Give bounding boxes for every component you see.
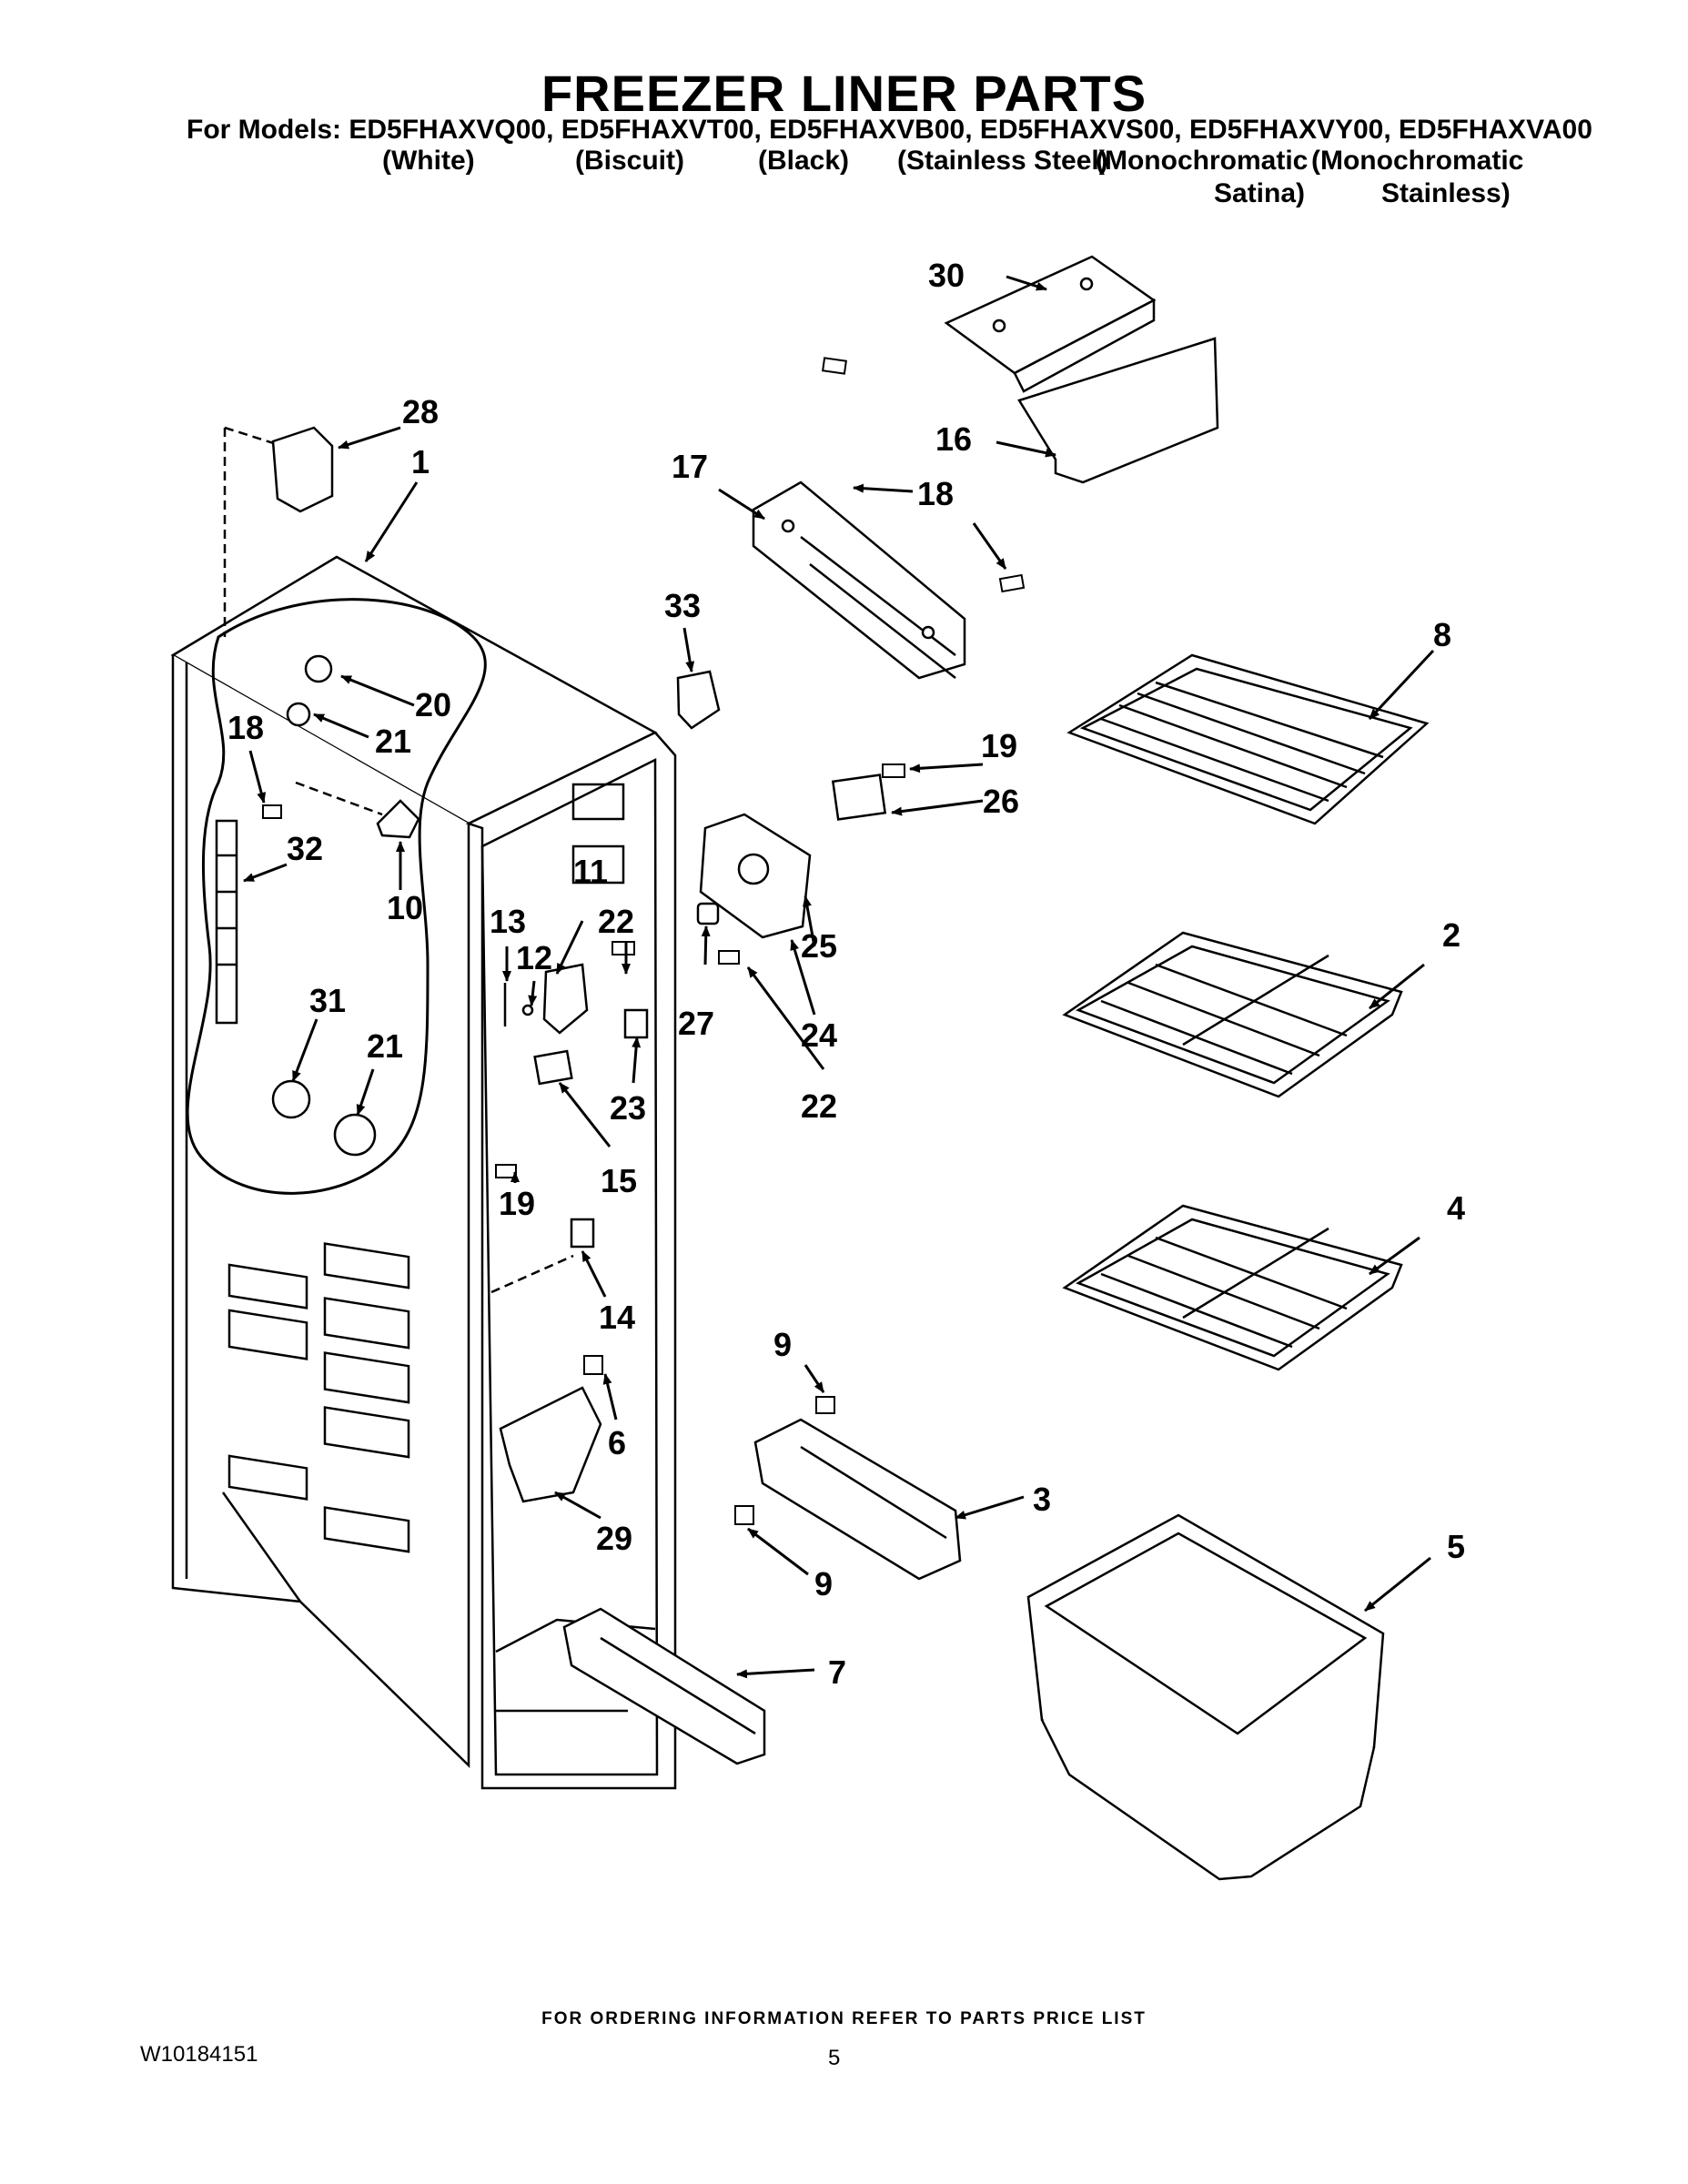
callout-25: 25 [801, 927, 837, 965]
callout-10: 10 [387, 889, 423, 926]
variant-monochromatic-satina-line1: (Monochromatic [1096, 146, 1309, 176]
variant-monochromatic-stainless-line1: (Monochromatic [1311, 146, 1524, 176]
callout-labels: 30 28 16 1 17 18 33 8 20 18 21 19 26 32 … [227, 257, 1465, 1691]
callout-22-bottom: 22 [801, 1087, 837, 1125]
small-parts [271, 426, 887, 1503]
callout-17: 17 [672, 448, 708, 485]
page-number: 5 [828, 2046, 841, 2070]
callout-3: 3 [1033, 1481, 1051, 1518]
models-line: For Models: ED5FHAXVQ00, ED5FHAXVT00, ED… [187, 115, 1592, 145]
callout-18-left: 18 [227, 709, 264, 746]
callout-2: 2 [1442, 916, 1461, 954]
callout-6: 6 [608, 1424, 626, 1461]
callout-15: 15 [601, 1162, 637, 1199]
callout-9-bottom: 9 [814, 1565, 833, 1603]
bin-5 [1026, 1513, 1385, 1881]
callout-5: 5 [1447, 1528, 1465, 1565]
callout-24: 24 [801, 1016, 837, 1054]
callout-32: 32 [287, 830, 323, 867]
callout-21-top: 21 [375, 723, 411, 760]
rail-7 [562, 1607, 766, 1765]
callout-7: 7 [828, 1653, 846, 1691]
callout-19-left: 19 [499, 1185, 535, 1222]
rail-3 [753, 1418, 962, 1581]
cover-16 [1017, 337, 1219, 484]
callout-8: 8 [1433, 616, 1451, 653]
variant-white: (White) [382, 146, 475, 176]
shelf-8 [1066, 653, 1430, 825]
variant-stainless-steel: (Stainless Steel) [897, 146, 1108, 176]
variant-biscuit: (Biscuit) [575, 146, 684, 176]
callout-23: 23 [610, 1089, 646, 1127]
shelf-2 [1062, 931, 1403, 1098]
callout-21-bottom: 21 [367, 1027, 403, 1065]
document-number: W10184151 [140, 2042, 258, 2067]
callout-4: 4 [1447, 1189, 1465, 1227]
callout-31: 31 [309, 982, 346, 1019]
page-title: FREEZER LINER PARTS [541, 65, 1147, 122]
callout-22-mid: 22 [598, 903, 634, 940]
freezer-liner-cabinet [170, 426, 677, 1790]
callout-1: 1 [411, 443, 430, 480]
shelf-4 [1062, 1204, 1403, 1371]
ordering-note: FOR ORDERING INFORMATION REFER TO PARTS … [541, 2009, 1147, 2028]
callout-29: 29 [596, 1520, 632, 1557]
callout-28: 28 [402, 393, 439, 430]
callout-20: 20 [415, 686, 451, 723]
callout-33: 33 [664, 587, 701, 624]
callout-30: 30 [928, 257, 965, 294]
callout-11: 11 [573, 853, 608, 890]
callout-16: 16 [935, 420, 972, 458]
variant-black: (Black) [758, 146, 850, 176]
variant-monochromatic-stainless-line2: Stainless) [1381, 178, 1511, 208]
callout-9-top: 9 [773, 1326, 792, 1363]
callout-18-top: 18 [917, 475, 954, 512]
leader-lines [243, 275, 1435, 1679]
callout-27: 27 [678, 1005, 714, 1042]
callout-13: 13 [490, 903, 526, 940]
screws-18-19 [262, 357, 1026, 1525]
damper-bracket-30 [944, 255, 1157, 393]
housing-17 [752, 480, 966, 680]
callout-26: 26 [983, 783, 1019, 820]
variant-monochromatic-satina-line2: Satina) [1214, 178, 1306, 208]
callout-14: 14 [599, 1299, 635, 1336]
callout-12: 12 [516, 939, 552, 976]
callout-19-right: 19 [981, 727, 1017, 764]
